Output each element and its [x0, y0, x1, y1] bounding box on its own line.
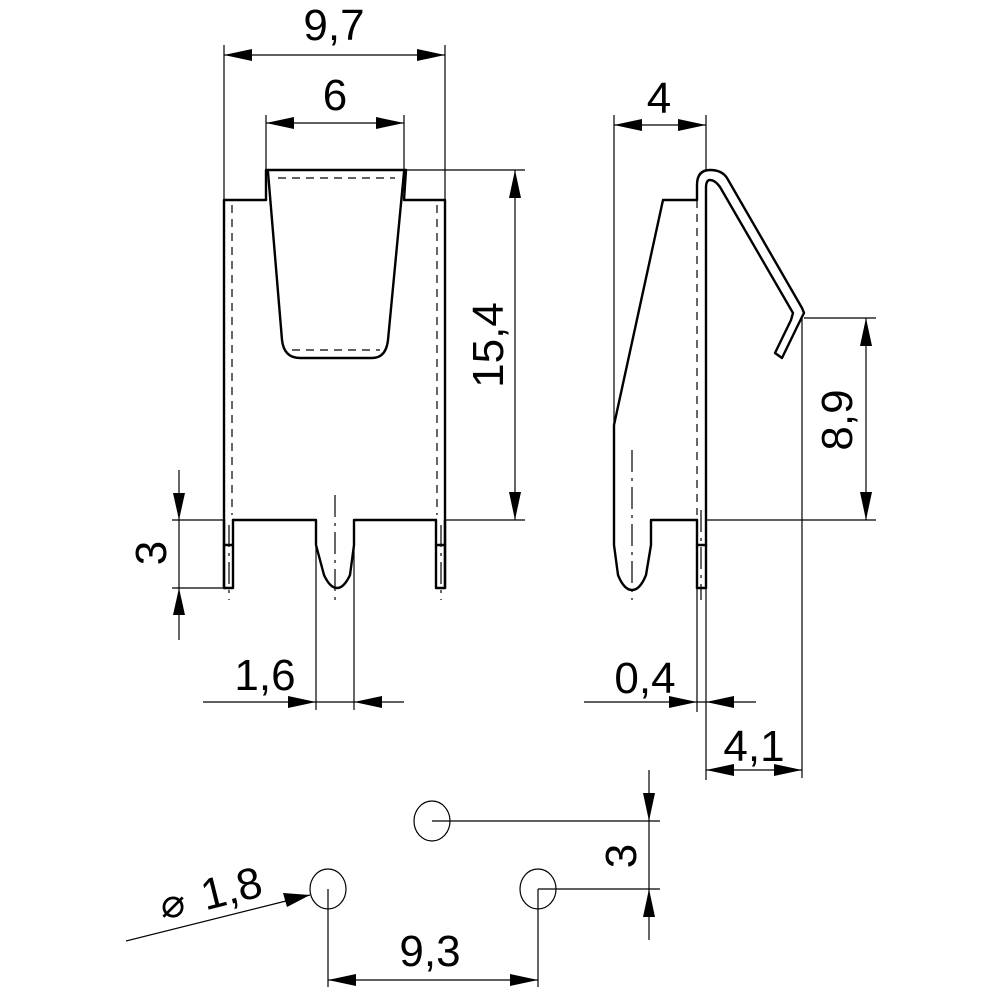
dim-label-spring-offset: 4,1	[723, 722, 784, 771]
front-right-pin	[434, 518, 447, 590]
dim-label-pin-length: 3	[127, 541, 176, 565]
dim-label-tab-width: 6	[323, 71, 347, 120]
dim-label-overall-width: 9,7	[303, 1, 364, 50]
dimension-depth: 4	[613, 74, 707, 425]
front-left-pin	[222, 518, 235, 590]
front-view	[222, 168, 447, 605]
dim-label-height: 15,4	[464, 302, 513, 388]
dim-label-spring-height: 8,9	[813, 389, 862, 450]
dimension-pin-spacing: 9,3	[327, 889, 539, 987]
dimension-center-pin-width: 1,6	[203, 545, 404, 710]
dim-label-row-offset: 3	[597, 844, 646, 868]
dim-label-center-pin-width: 1,6	[234, 651, 295, 700]
side-body-outline	[612, 198, 699, 592]
diameter-symbol-icon: ⌀	[161, 882, 185, 926]
front-tab-cutout	[266, 170, 406, 360]
front-center-pin	[231, 518, 438, 590]
dimension-spring-offset: 4,1	[706, 318, 803, 778]
dim-label-pin-spacing: 9,3	[399, 927, 460, 976]
side-view	[612, 168, 806, 600]
dimension-row-offset: 3	[432, 770, 660, 940]
dim-label-depth: 4	[647, 74, 671, 123]
dimension-spring-height: 8,9	[706, 317, 876, 521]
pcb-footprint	[309, 800, 557, 910]
dim-label-thickness: 0,4	[614, 654, 675, 703]
side-spring-contact	[695, 168, 806, 360]
front-body-outline	[222, 168, 447, 590]
dimension-thickness: 0,4	[584, 588, 756, 780]
dimension-tab-width: 6	[265, 71, 405, 170]
dim-label-hole-diameter: 1,8	[196, 858, 267, 920]
dimension-pin-length: 3	[127, 470, 224, 640]
dimension-hole-diameter: ⌀ 1,8	[125, 858, 311, 942]
dimension-overall-width: 9,7	[223, 1, 446, 200]
dimension-height: 15,4	[404, 169, 525, 521]
